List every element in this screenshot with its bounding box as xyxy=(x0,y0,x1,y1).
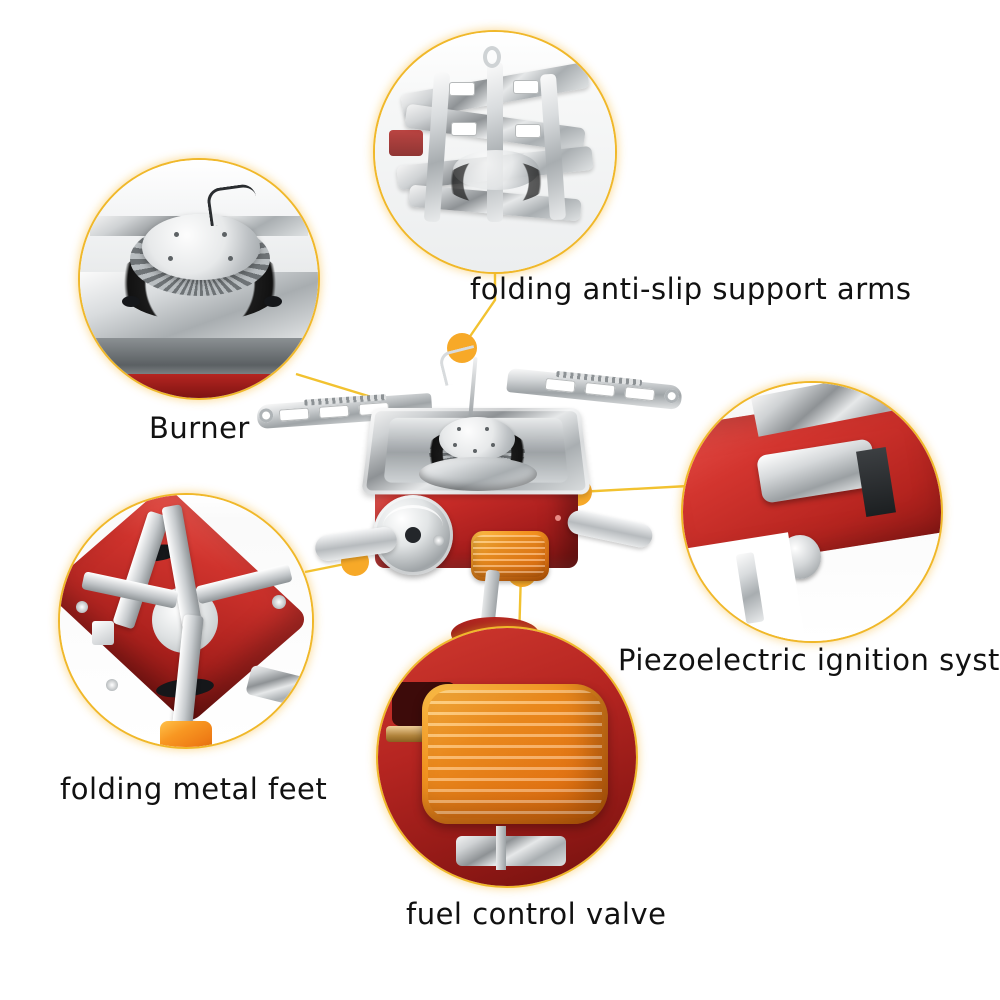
callout-burner-photo xyxy=(80,160,318,398)
label-burner: Burner xyxy=(149,411,250,445)
callout-valve-photo xyxy=(378,628,636,886)
body-rivet xyxy=(555,515,561,521)
callout-piezo-photo xyxy=(683,383,941,641)
regulator-arc-mark xyxy=(383,505,443,548)
connector-support-arms xyxy=(461,268,497,349)
anchor-dot-support-arms xyxy=(447,333,477,363)
callout-piezo-ignition[interactable] xyxy=(683,383,941,641)
label-piezo-ignition: Piezoelectric ignition system xyxy=(618,643,1000,677)
label-folding-feet: folding metal feet xyxy=(60,772,328,806)
stove-burner-assembly xyxy=(419,345,537,497)
callout-feet-photo xyxy=(60,495,312,747)
valve-knob-ribs xyxy=(428,690,602,818)
regulator-screw xyxy=(433,535,444,546)
valve-knob-closeup[interactable] xyxy=(422,684,608,824)
connector-piezo xyxy=(577,484,689,494)
center-product-stove xyxy=(255,345,685,651)
folding-leg-right xyxy=(565,508,655,550)
callout-folding-feet[interactable] xyxy=(60,495,312,747)
callout-burner[interactable] xyxy=(80,160,318,398)
callout-fuel-valve[interactable] xyxy=(378,628,636,886)
label-fuel-valve: fuel control valve xyxy=(406,897,667,931)
callout-support-arms-photo xyxy=(375,32,615,272)
label-support-arms: folding anti-slip support arms xyxy=(470,272,912,306)
fuel-control-knob[interactable] xyxy=(471,531,549,581)
knob-ribs xyxy=(473,535,545,577)
callout-support-arms[interactable] xyxy=(375,32,615,272)
